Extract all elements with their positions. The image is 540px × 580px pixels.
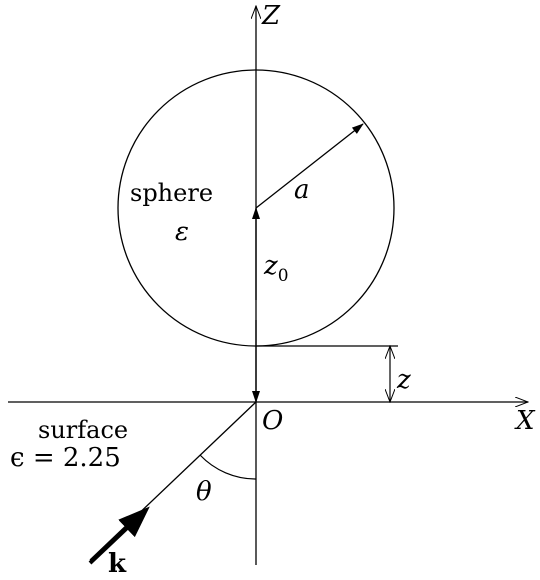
- radius-label: a: [294, 175, 310, 205]
- z0-subscript: 0: [278, 266, 289, 286]
- gap-label: z: [396, 365, 411, 395]
- angle-label: θ: [196, 477, 212, 507]
- radius-arrow: [255, 123, 364, 209]
- origin-label: O: [262, 406, 283, 436]
- x-axis-label: X: [514, 406, 536, 436]
- sphere-permittivity: ε: [175, 217, 189, 247]
- angle-arc: [199, 454, 257, 480]
- z-axis-label: Z: [261, 1, 281, 31]
- wavevector-label: k: [108, 549, 127, 575]
- surface-permittivity: ϵ = 2.25: [10, 443, 121, 473]
- wavevector-arrow: [88, 506, 150, 565]
- sphere-word: sphere: [130, 179, 213, 207]
- z0-label: z0: [263, 251, 289, 286]
- incident-ray: [89, 401, 257, 561]
- surface-word: surface: [38, 416, 128, 444]
